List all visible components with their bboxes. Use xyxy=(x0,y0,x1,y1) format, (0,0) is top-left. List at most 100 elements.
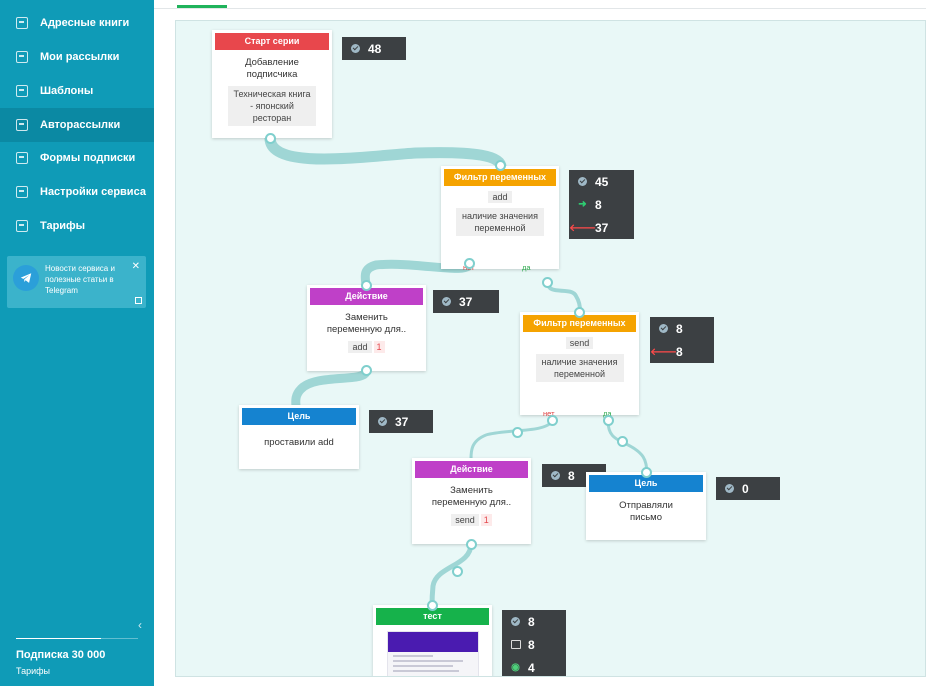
top-divider xyxy=(154,8,926,9)
check-circle-icon xyxy=(550,471,561,480)
connector-action2-email xyxy=(429,541,474,609)
check-circle-icon xyxy=(577,177,588,186)
sidebar-item-forms[interactable]: Формы подписки xyxy=(0,141,154,175)
connector-dot[interactable] xyxy=(466,539,477,550)
telegram-promo[interactable]: Новости сервиса и полезные статьи в Tele… xyxy=(7,256,146,308)
external-link-icon[interactable] xyxy=(135,297,142,304)
stat-value: 0 xyxy=(742,481,749,496)
node-title: Заменить переменную для.. xyxy=(431,485,512,508)
check-circle-icon xyxy=(510,617,521,626)
filter-node-add[interactable]: Фильтр переменных add наличие значения п… xyxy=(441,166,559,272)
sidebar-item-tariffs[interactable]: Тарифы xyxy=(0,209,154,243)
arrow-left-icon: 🡐 xyxy=(569,222,596,234)
goal2-stats: 0 xyxy=(716,477,780,500)
stat-value: 8 xyxy=(676,344,683,359)
connector-dot[interactable] xyxy=(512,427,523,438)
branch-no-label: нет xyxy=(543,409,555,418)
stat-value: 45 xyxy=(595,174,609,189)
connector-dot[interactable] xyxy=(641,467,652,478)
sidebar-item-address-books[interactable]: Адресные книги xyxy=(0,6,154,40)
variable-tag: add xyxy=(348,341,372,353)
variable-tag: send xyxy=(451,514,479,526)
subscription-title: Подписка 30 000 xyxy=(16,649,106,661)
stat-value: 8 xyxy=(568,468,575,483)
stat-value: 8 xyxy=(676,321,683,336)
node-title: проставили add xyxy=(264,437,334,448)
sidebar-item-templates[interactable]: Шаблоны xyxy=(0,74,154,108)
forms-icon xyxy=(16,152,28,164)
stat-value: 37 xyxy=(459,294,473,309)
subscription-usage-fill xyxy=(16,638,102,639)
node-header: Цель xyxy=(242,408,356,425)
mailing-icon xyxy=(16,51,28,63)
node-chip: наличие значения переменной xyxy=(456,208,544,236)
filter-node-send[interactable]: Фильтр переменных send наличие значения … xyxy=(520,312,639,418)
branch-yes-label: да xyxy=(522,263,531,272)
node-title: Добавление подписчика xyxy=(245,57,299,80)
stat-value: 37 xyxy=(595,220,609,235)
node-header: Цель xyxy=(589,475,703,492)
start-node[interactable]: Старт серии Добавление подписчика Технич… xyxy=(212,30,332,138)
sidebar: Адресные книги Мои рассылки Шаблоны Авто… xyxy=(0,0,154,686)
filter2-stats: 8 🡐8 xyxy=(650,317,714,363)
node-title: Заменить переменную для.. xyxy=(326,312,407,335)
sidebar-item-settings[interactable]: Настройки сервиса xyxy=(0,175,154,209)
settings-icon xyxy=(16,186,28,198)
node-header: Старт серии xyxy=(215,33,329,50)
stat-row: 48 xyxy=(342,37,406,60)
arrow-left-icon: 🡐 xyxy=(650,346,677,358)
branch-yes-label: да xyxy=(603,409,612,418)
sidebar-item-label: Шаблоны xyxy=(40,85,94,97)
connector-filter2-goal2 xyxy=(606,419,649,475)
tariffs-link[interactable]: Тарифы xyxy=(16,666,51,676)
stat-value: 4 xyxy=(528,660,535,675)
connector-dot[interactable] xyxy=(574,307,585,318)
check-circle-icon xyxy=(724,484,735,493)
sidebar-item-label: Мои рассылки xyxy=(40,51,120,63)
node-chip: Техническая книга - японский ресторан xyxy=(228,86,316,126)
telegram-icon xyxy=(13,265,39,291)
node-header: тест xyxy=(376,608,489,625)
templates-icon xyxy=(16,85,28,97)
email-node[interactable]: тест xyxy=(373,605,492,676)
connector-dot[interactable] xyxy=(542,277,553,288)
sidebar-item-label: Адресные книги xyxy=(40,17,130,29)
filter1-stats: 45 ➜8 🡐37 xyxy=(569,170,634,239)
tariffs-icon xyxy=(16,220,28,232)
node-header: Действие xyxy=(310,288,423,305)
subscription-usage-bar xyxy=(16,638,138,639)
connector-dot[interactable] xyxy=(427,600,438,611)
email-stats: 8 8 ◉4 xyxy=(502,610,566,676)
sidebar-item-label: Формы подписки xyxy=(40,152,136,164)
flow-canvas[interactable]: Старт серии Добавление подписчика Технич… xyxy=(175,20,926,677)
connector-dot[interactable] xyxy=(361,280,372,291)
tag-count: 1 xyxy=(480,514,492,526)
connector-dot[interactable] xyxy=(265,133,276,144)
connector-dot[interactable] xyxy=(603,415,614,426)
sidebar-item-label: Авторассылки xyxy=(40,119,121,131)
goal-node-add[interactable]: Цель проставили add xyxy=(239,405,359,469)
connector-dot[interactable] xyxy=(452,566,463,577)
stat-value: 48 xyxy=(368,41,382,56)
connector-dot[interactable] xyxy=(464,258,475,269)
chevron-left-icon[interactable]: ‹ xyxy=(138,618,142,632)
close-icon[interactable]: ✕ xyxy=(131,261,140,272)
automation-icon xyxy=(16,119,28,131)
connector-dot[interactable] xyxy=(361,365,372,376)
connector-dot[interactable] xyxy=(617,436,628,447)
stat-value: 8 xyxy=(595,197,602,212)
check-circle-icon xyxy=(377,417,388,426)
goal-node-sent[interactable]: Цель Отправляли письмо xyxy=(586,472,706,540)
check-circle-icon xyxy=(350,44,361,53)
eye-icon: ◉ xyxy=(511,662,520,673)
sidebar-item-my-mailings[interactable]: Мои рассылки xyxy=(0,40,154,74)
active-tab-indicator xyxy=(177,5,227,8)
stat-value: 8 xyxy=(528,614,535,629)
connector-dot[interactable] xyxy=(547,415,558,426)
connector-dot[interactable] xyxy=(495,160,506,171)
sidebar-item-automation[interactable]: Авторассылки xyxy=(0,108,154,142)
